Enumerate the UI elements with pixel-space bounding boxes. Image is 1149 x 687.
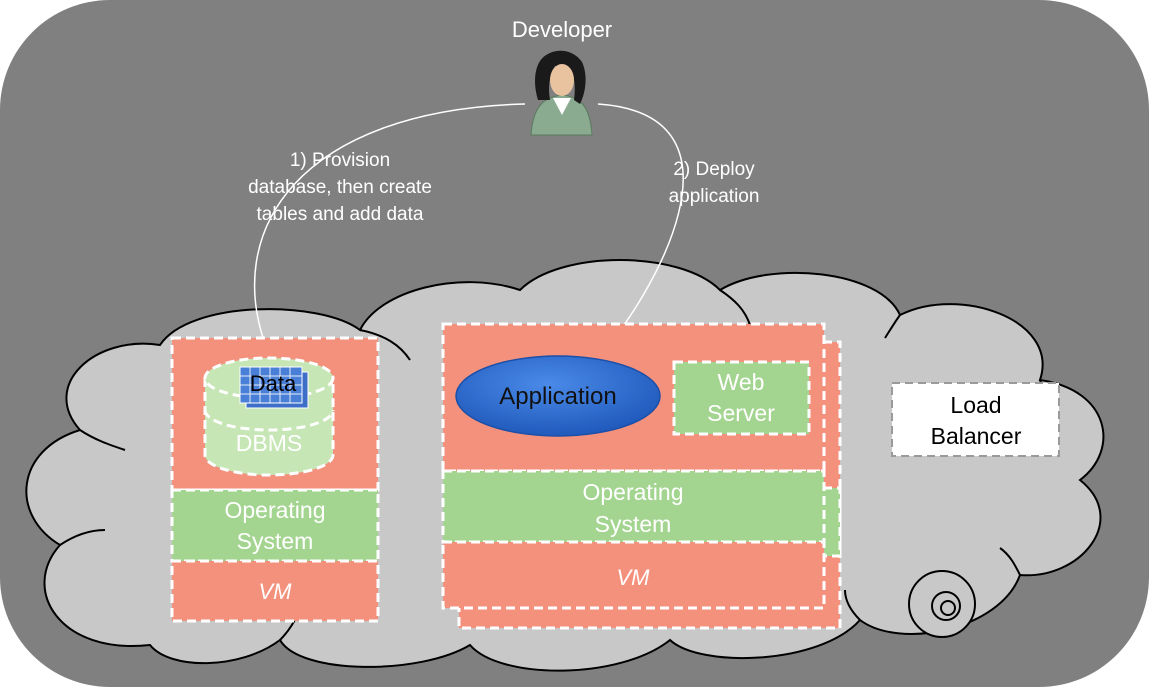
step2-line2: application [669, 186, 760, 207]
developer-label: Developer [512, 17, 612, 42]
app-os-label-line2: System [595, 511, 672, 537]
developer-person-icon [530, 50, 593, 136]
app-os-box [441, 469, 826, 544]
cloud-bubbles-icon [908, 570, 976, 638]
provision-arrow [253, 103, 526, 355]
data-table-icon [239, 366, 309, 409]
web-server-label-line2: Server [707, 400, 775, 426]
application-ellipse [455, 355, 661, 437]
application-stack: Operating System VM Application Web Serv… [441, 322, 842, 630]
db-os-label-line1: Operating [224, 497, 325, 523]
step1-line1: 1) Provision [290, 150, 390, 171]
load-balancer-label-line1: Load [950, 392, 1001, 418]
app-os-label-line1: Operating [582, 479, 683, 505]
app-vm-box [441, 540, 826, 610]
db-vm-box [170, 559, 380, 623]
db-vm-label: VM [259, 579, 293, 604]
step2-line1: 2) Deploy [673, 159, 755, 180]
app-vm-label: VM [617, 565, 651, 590]
db-os-label-line2: System [237, 528, 314, 554]
load-balancer-box [891, 382, 1060, 457]
db-os-box [170, 488, 380, 563]
application-label: Application [499, 383, 616, 410]
web-server-label-line1: Web [718, 369, 765, 395]
step1-line3: tables and add data [257, 204, 424, 225]
data-label: Data [250, 371, 297, 396]
dbms-label: DBMS [236, 430, 302, 456]
web-server-box [672, 360, 811, 436]
load-balancer-label-line2: Balancer [931, 423, 1022, 449]
step1-line2: database, then create [248, 177, 432, 198]
database-stack: Operating System VM DBMS D [170, 336, 380, 623]
load-balancer: Load Balancer [891, 382, 1060, 457]
